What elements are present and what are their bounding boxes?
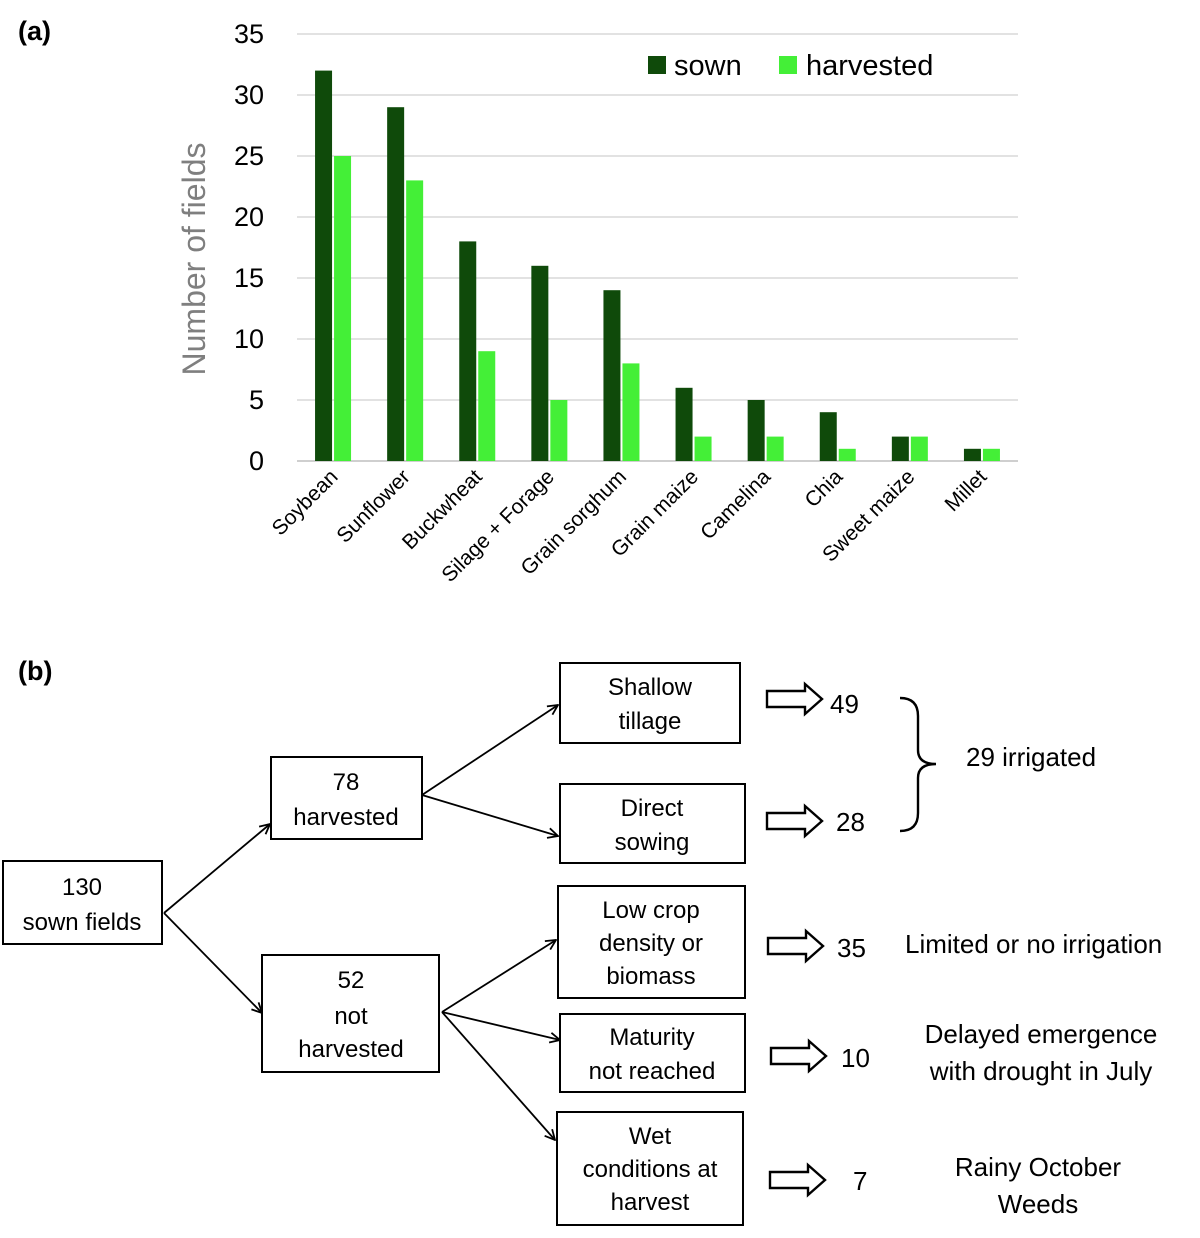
block-arrow-low-icon	[766, 928, 825, 964]
bar-sown	[459, 241, 477, 461]
shallow-tillage-box: Shallow tillage	[559, 662, 741, 744]
wet-label-1: Wet	[629, 1123, 672, 1150]
note-wet-2: Weeds	[998, 1189, 1078, 1219]
arrow-not-harvested-to-wet	[441, 1011, 555, 1140]
arrow-not-harvested-to-maturity	[441, 1011, 560, 1040]
bar-sown	[387, 107, 405, 461]
sown-fields-box: 130 sown fields	[2, 860, 163, 945]
arrow-sown-to-harvested	[163, 824, 270, 914]
panel-a-label: (a)	[18, 16, 51, 46]
count-direct: 28	[836, 807, 865, 837]
sown-fields-count: 130	[62, 874, 102, 901]
y-tick-label: 20	[234, 202, 264, 232]
bar-harvested	[766, 436, 784, 461]
bar-sown	[891, 436, 909, 461]
not-harvested-label-1: not	[334, 1003, 368, 1030]
wet-label-2: conditions at	[583, 1156, 718, 1183]
y-tick-label: 10	[234, 324, 264, 354]
harvested-box: 78 harvested	[270, 756, 423, 840]
y-axis-label: Number of fields	[176, 143, 212, 376]
bar-harvested	[910, 436, 928, 461]
legend-swatch-harvested	[779, 56, 797, 74]
bar-sown	[675, 387, 693, 461]
bar-harvested	[838, 448, 856, 461]
chart-gridlines	[297, 33, 1018, 462]
bar-harvested	[550, 400, 568, 461]
bar-harvested	[982, 448, 1000, 461]
bar-sown	[315, 70, 333, 461]
block-arrow-wet-icon	[768, 1162, 827, 1198]
maturity-label-2: not reached	[589, 1058, 716, 1085]
y-tick-label: 15	[234, 263, 264, 293]
harvested-label: harvested	[293, 804, 398, 831]
note-maturity-1: Delayed emergence	[925, 1019, 1158, 1049]
x-category-label: Soybean	[268, 465, 343, 540]
direct-sowing-label-1: Direct	[621, 795, 684, 822]
flowchart: 130 sown fields 78 harvested 52 not harv…	[2, 662, 1162, 1226]
block-arrow-direct-icon	[765, 803, 824, 839]
not-harvested-box: 52 not harvested	[261, 954, 440, 1073]
y-tick-label: 35	[234, 19, 264, 49]
irrigated-note: 29 irrigated	[966, 742, 1096, 772]
low-crop-density-box: Low crop density or biomass	[557, 885, 746, 999]
y-tick-labels: 0 5 10 15 20 25 30 35	[234, 19, 264, 476]
curly-brace-icon	[899, 696, 937, 833]
not-harvested-count: 52	[338, 967, 365, 994]
bar-harvested	[622, 363, 640, 461]
wet-conditions-box: Wet conditions at harvest	[556, 1111, 744, 1226]
count-low: 35	[837, 933, 866, 963]
count-shallow: 49	[830, 689, 859, 719]
legend-swatch-sown	[648, 56, 666, 74]
bar-sown	[819, 412, 837, 461]
low-crop-label-3: biomass	[606, 963, 695, 990]
bar-harvested	[478, 351, 496, 461]
arrow-harvested-to-shallow	[421, 705, 558, 796]
legend-label-sown: sown	[674, 50, 742, 82]
note-low-irrigation: Limited or no irrigation	[905, 929, 1162, 959]
note-wet-1: Rainy October	[955, 1152, 1122, 1182]
x-category-label: Chia	[800, 465, 847, 512]
bar-chart: 0 5 10 15 20 25 30 35 SoybeanSunflowerBuckwheat…	[176, 19, 1018, 587]
harvested-count: 78	[333, 769, 360, 796]
panel-b-label: (b)	[18, 656, 52, 686]
block-arrow-maturity-icon	[769, 1038, 828, 1074]
direct-sowing-label-2: sowing	[615, 829, 690, 856]
bar-harvested	[334, 156, 352, 461]
bar-sown	[603, 290, 621, 461]
y-tick-label: 5	[249, 385, 264, 415]
bar-sown	[963, 448, 981, 461]
bar-sown	[747, 400, 765, 461]
bar-harvested	[406, 180, 424, 461]
bar-harvested	[694, 436, 712, 461]
sown-fields-label: sown fields	[23, 909, 142, 936]
wet-label-3: harvest	[611, 1189, 690, 1216]
arrow-not-harvested-to-low	[441, 940, 556, 1013]
arrow-sown-to-not-harvested	[163, 912, 262, 1013]
y-tick-label: 25	[234, 141, 264, 171]
bar-sown	[531, 265, 549, 461]
x-category-label: Camelina	[696, 465, 775, 544]
y-tick-label: 0	[249, 446, 264, 476]
shallow-tillage-label-1: Shallow	[608, 674, 693, 701]
count-wet: 7	[853, 1166, 867, 1196]
low-crop-label-2: density or	[599, 930, 703, 957]
maturity-not-reached-box: Maturity not reached	[559, 1013, 746, 1093]
direct-sowing-box: Direct sowing	[559, 783, 746, 864]
count-maturity: 10	[841, 1043, 870, 1073]
legend-label-harvested: harvested	[806, 50, 933, 82]
low-crop-label-1: Low crop	[602, 897, 699, 924]
maturity-label-1: Maturity	[609, 1024, 694, 1051]
note-maturity-2: with drought in July	[929, 1056, 1153, 1086]
shallow-tillage-label-2: tillage	[619, 708, 682, 735]
y-tick-label: 30	[234, 80, 264, 110]
chart-legend: sown harvested	[648, 50, 933, 82]
chart-bars	[315, 70, 1000, 461]
block-arrow-shallow-icon	[765, 681, 824, 717]
arrow-harvested-to-direct	[421, 794, 558, 836]
x-category-label: Millet	[941, 465, 992, 516]
not-harvested-label-2: harvested	[298, 1036, 403, 1063]
